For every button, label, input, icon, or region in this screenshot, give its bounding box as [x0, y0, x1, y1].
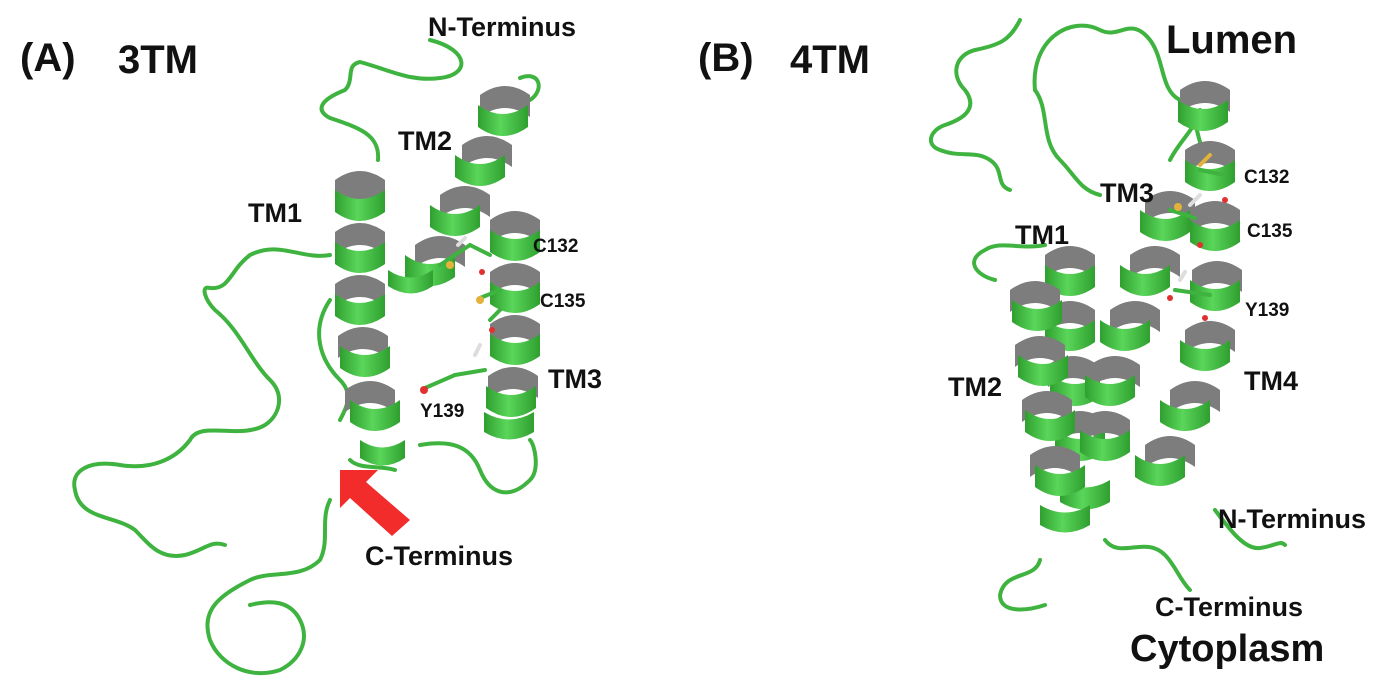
- panel-b-tm2-label: TM2: [948, 372, 1002, 402]
- panel-b-loops: [929, 18, 1287, 612]
- panel-b-tm1-label: TM1: [1015, 220, 1069, 250]
- panel-a-tm3-label: TM3: [548, 364, 602, 394]
- panel-b-tm4-label: TM4: [1244, 366, 1298, 396]
- panel-b-tm4-helix: [1135, 81, 1242, 486]
- panel-b-side-chains: [1167, 153, 1228, 321]
- panel-a-structure: [72, 38, 541, 676]
- panel-a-model-label: 3TM: [118, 38, 198, 82]
- panel-b-structure: [929, 18, 1287, 612]
- panel-a-residue-c132: C132: [533, 236, 579, 257]
- cytoplasm-label: Cytoplasm: [1130, 628, 1325, 670]
- panel-a-label: (A): [20, 36, 76, 80]
- panel-a-residue-c135: C135: [540, 291, 586, 312]
- panel-a-loops: [72, 38, 541, 676]
- panel-b-residue-c135: C135: [1247, 221, 1293, 242]
- panel-b-tm3-label: TM3: [1100, 178, 1154, 208]
- panel-a-c-terminus-label: C-Terminus: [365, 541, 514, 571]
- panel-a-tm2-helix: [388, 86, 530, 294]
- panel-b-tm3-helix: [1080, 191, 1195, 461]
- panel-a-side-chains: [420, 236, 502, 394]
- panel-a-residue-y139: Y139: [420, 401, 465, 422]
- panel-b-model-label: 4TM: [790, 38, 870, 82]
- panel-b-label: (B): [698, 36, 754, 80]
- panel-a-n-terminus-label: N-Terminus: [428, 12, 577, 42]
- panel-a-tm1-helix: [335, 171, 405, 466]
- c-terminus-arrow: [340, 470, 410, 536]
- panel-a-tm1-label: TM1: [248, 198, 302, 228]
- panel-b-c-terminus-label: C-Terminus: [1155, 592, 1304, 622]
- panel-b-tm2-helix: [1010, 281, 1090, 533]
- panel-b-n-terminus-label: N-Terminus: [1218, 504, 1367, 534]
- panel-b-residue-c132: C132: [1244, 167, 1290, 188]
- panel-a-tm2-label: TM2: [398, 126, 452, 156]
- panel-a-tm3-helix: [484, 211, 540, 440]
- panel-b-residue-y139: Y139: [1245, 300, 1290, 321]
- lumen-label: Lumen: [1166, 18, 1298, 62]
